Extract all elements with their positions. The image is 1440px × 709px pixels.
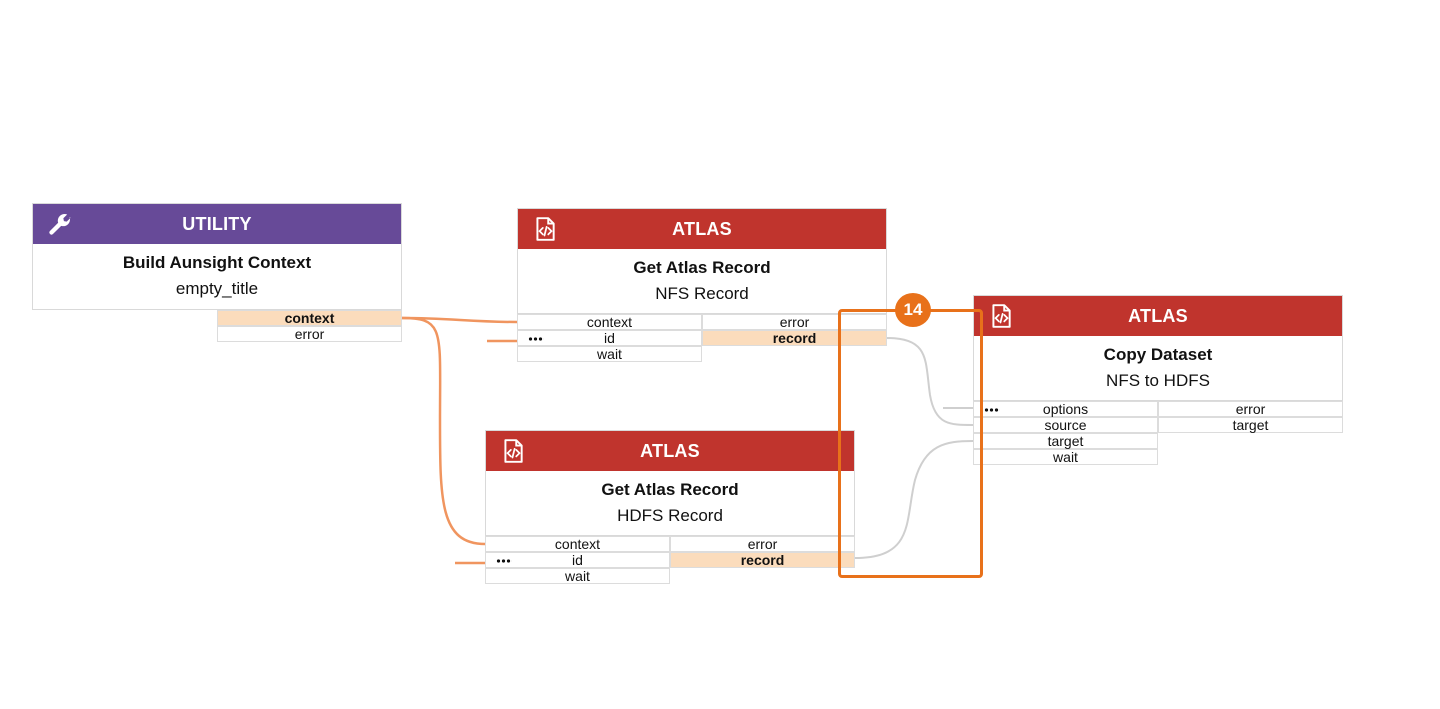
wrench-icon bbox=[49, 213, 71, 235]
selection-highlight-box bbox=[838, 309, 983, 578]
node-copy-dataset[interactable]: ATLAS Copy Dataset NFS to HDFS bbox=[973, 295, 1343, 401]
port-label: options bbox=[1042, 401, 1089, 417]
node-title: Get Atlas Record bbox=[633, 258, 771, 277]
input-port-id[interactable]: id bbox=[485, 552, 670, 568]
node-header: ATLAS bbox=[974, 296, 1342, 336]
output-port-error[interactable]: error bbox=[217, 326, 402, 342]
input-port-source[interactable]: source bbox=[973, 417, 1158, 433]
node-subtitle: HDFS Record bbox=[617, 506, 723, 525]
node-title: Get Atlas Record bbox=[601, 480, 739, 499]
wire-hdfs-record-to-target[interactable] bbox=[854, 440, 974, 559]
step-badge: 14 bbox=[895, 293, 931, 327]
node-header: ATLAS bbox=[486, 431, 854, 471]
ellipsis-icon bbox=[984, 408, 1000, 412]
output-port-error[interactable]: error bbox=[670, 536, 855, 552]
input-port-wait[interactable]: wait bbox=[973, 449, 1158, 465]
output-port-error[interactable]: error bbox=[1158, 401, 1343, 417]
ellipsis-icon bbox=[528, 337, 544, 341]
input-port-target[interactable]: target bbox=[973, 433, 1158, 449]
node-subtitle: NFS Record bbox=[655, 284, 749, 303]
input-port-context[interactable]: context bbox=[517, 314, 702, 330]
output-port-record[interactable]: record bbox=[670, 552, 855, 568]
input-port-options[interactable]: options bbox=[973, 401, 1158, 417]
output-port-context[interactable]: context bbox=[217, 310, 402, 326]
node-category: ATLAS bbox=[672, 218, 732, 239]
input-port-context[interactable]: context bbox=[485, 536, 670, 552]
port-label: id bbox=[572, 552, 583, 568]
code-file-icon bbox=[504, 439, 523, 463]
node-subtitle: NFS to HDFS bbox=[1106, 371, 1210, 390]
node-build-aunsight-context[interactable]: UTILITY Build Aunsight Context empty_tit… bbox=[32, 203, 402, 310]
node-category: ATLAS bbox=[640, 440, 700, 461]
code-file-icon bbox=[536, 217, 555, 241]
code-file-icon bbox=[992, 304, 1011, 328]
input-port-wait[interactable]: wait bbox=[517, 346, 702, 362]
wire-nfs-record-to-source[interactable] bbox=[885, 337, 974, 426]
node-title: Copy Dataset bbox=[1103, 345, 1213, 364]
input-port-wait[interactable]: wait bbox=[485, 568, 670, 584]
node-get-atlas-record-hdfs[interactable]: ATLAS Get Atlas Record HDFS Record bbox=[485, 430, 855, 536]
node-subtitle: empty_title bbox=[175, 279, 259, 298]
node-header: UTILITY bbox=[33, 204, 401, 244]
ellipsis-icon bbox=[496, 559, 512, 563]
output-port-target[interactable]: target bbox=[1158, 417, 1343, 433]
wire-context-to-hdfs-context[interactable] bbox=[401, 316, 486, 546]
input-port-id[interactable]: id bbox=[517, 330, 702, 346]
node-category: UTILITY bbox=[182, 213, 252, 234]
node-get-atlas-record-nfs[interactable]: ATLAS Get Atlas Record NFS Record bbox=[517, 208, 887, 314]
node-header: ATLAS bbox=[518, 209, 886, 249]
node-category: ATLAS bbox=[1128, 305, 1188, 326]
node-title: Build Aunsight Context bbox=[122, 253, 312, 272]
port-label: id bbox=[604, 330, 615, 346]
